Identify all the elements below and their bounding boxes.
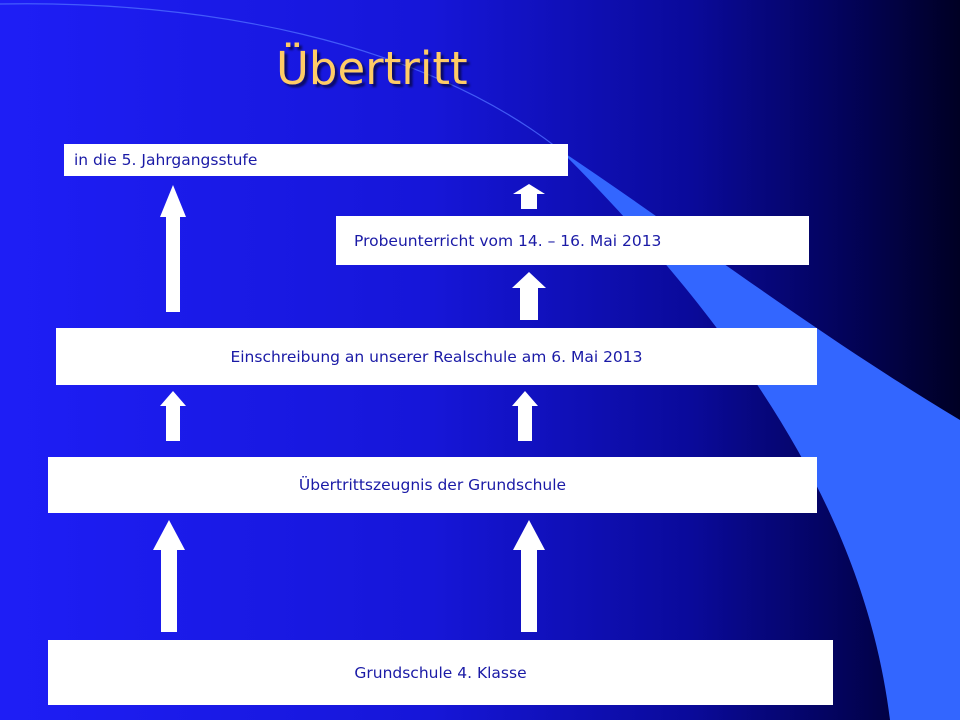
step-box-zeugnis: Übertrittszeugnis der Grundschule [48, 457, 817, 513]
arrow-up-icon [513, 184, 545, 209]
background-curve-line [0, 3, 561, 151]
step-label: Übertrittszeugnis der Grundschule [298, 476, 567, 494]
step-label: Grundschule 4. Klasse [354, 663, 527, 682]
arrow-up-icon [512, 272, 546, 320]
step-label: Einschreibung an unserer Realschule am 6… [230, 347, 643, 366]
arrow-up-icon [513, 520, 545, 632]
step-box-einschreibung: Einschreibung an unserer Realschule am 6… [56, 328, 817, 385]
arrow-up-icon [160, 391, 186, 441]
step-box-grundschule: Grundschule 4. Klasse [48, 640, 833, 705]
arrow-up-icon [160, 185, 186, 312]
step-label: Probeunterricht vom 14. – 16. Mai 2013 [354, 231, 662, 250]
step-box-jahrgangsstufe: in die 5. Jahrgangsstufe [64, 144, 568, 176]
step-box-probeunterricht: Probeunterricht vom 14. – 16. Mai 2013 [336, 216, 809, 265]
slide-title: Übertritt [276, 42, 468, 95]
arrow-up-icon [153, 520, 185, 632]
background-swoosh [560, 150, 960, 720]
step-label: in die 5. Jahrgangsstufe [74, 151, 258, 169]
arrow-up-icon [512, 391, 538, 441]
